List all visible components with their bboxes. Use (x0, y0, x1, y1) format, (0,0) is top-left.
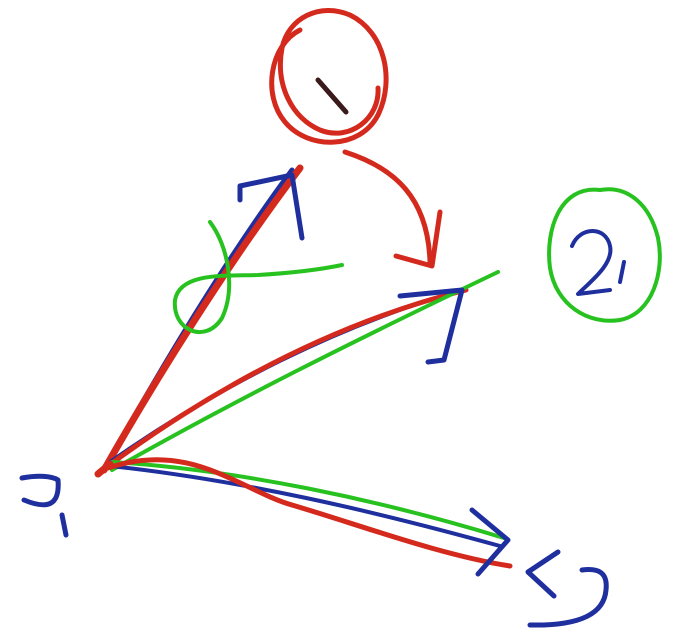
origin-label-j (19, 473, 61, 508)
circle-one-ring (269, 8, 389, 145)
red-curved-arrow (342, 149, 443, 269)
circle-one-digit (315, 77, 349, 115)
vector-lower-green (110, 460, 506, 540)
circle-two-comma (618, 260, 626, 284)
vector-right-red (105, 287, 469, 469)
lower-bracket-right (527, 567, 609, 628)
lower-bracket-left (525, 549, 561, 599)
circle-two-ring (547, 187, 662, 323)
vector-lower-blue (108, 464, 502, 548)
green-loop-mark (172, 220, 344, 334)
vector-up-red (100, 164, 304, 474)
vector-lower-arrowhead (469, 507, 511, 577)
vector-right-green (110, 270, 500, 472)
lower-arrow-end-label (525, 549, 609, 628)
circle-two-digit (570, 229, 613, 296)
origin-point (94, 460, 114, 478)
vector-lower-red (105, 457, 513, 569)
red-curved-arrow-head (393, 209, 443, 269)
vector-up-bracket (237, 172, 305, 241)
origin-label (19, 473, 69, 538)
circle-two (547, 187, 662, 323)
circle-one (269, 8, 389, 145)
vector-up (100, 164, 305, 474)
vector-right (105, 270, 500, 472)
vector-lower (105, 457, 513, 577)
red-curved-arrow-shaft (342, 149, 433, 265)
vector-right-bracket (397, 287, 465, 365)
origin-label-comma (59, 512, 69, 538)
